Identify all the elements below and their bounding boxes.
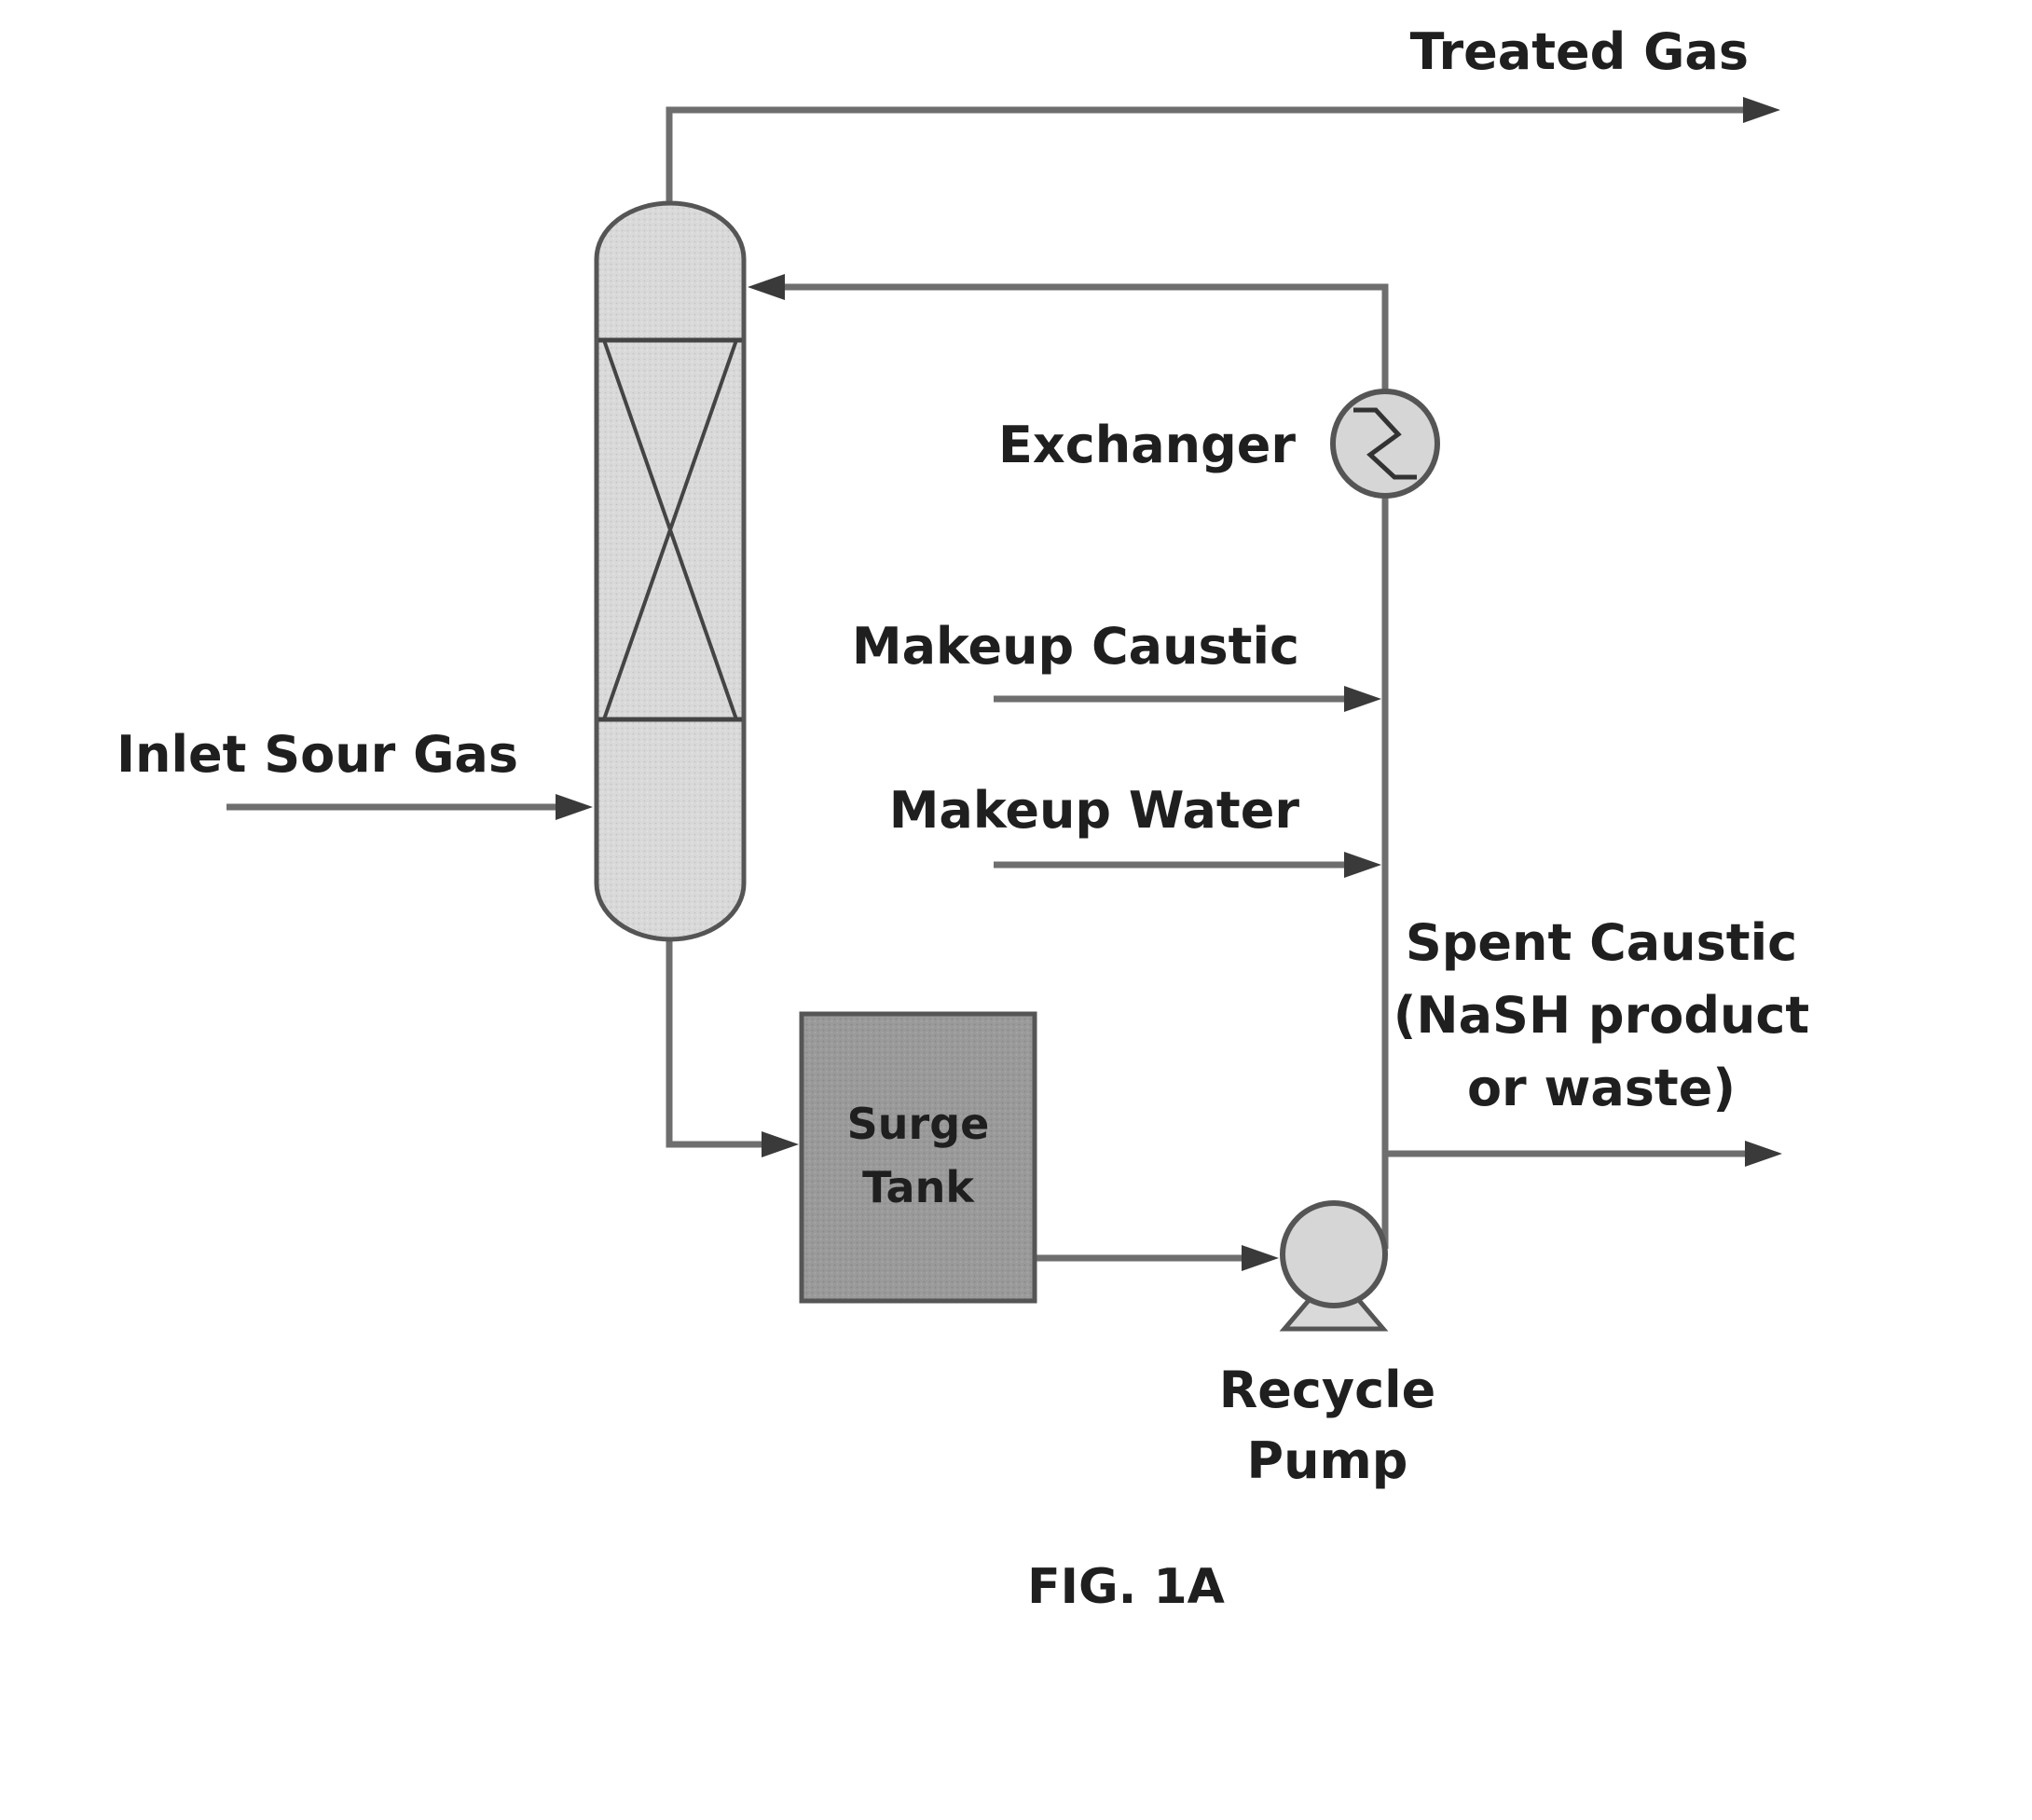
spent-caustic-arrowhead	[1745, 1141, 1782, 1167]
surge-tank: Surge Tank	[802, 1014, 1035, 1301]
treated-gas-arrowhead	[1743, 97, 1780, 123]
column-to-surge-arrowhead	[762, 1131, 799, 1157]
spent-caustic-label-line3: or waste)	[1467, 1059, 1736, 1117]
inlet-sour-gas-label: Inlet Sour Gas	[117, 725, 518, 784]
exchanger-label: Exchanger	[998, 416, 1296, 474]
recycle-pump-label-line2: Pump	[1247, 1431, 1408, 1490]
spent-caustic-label-line1: Spent Caustic	[1406, 913, 1797, 972]
makeup-caustic-label: Makeup Caustic	[852, 617, 1299, 676]
treated-gas-line	[669, 110, 1752, 203]
surge-tank-label-line1: Surge	[847, 1099, 990, 1149]
spent-caustic-label-line2: (NaSH product	[1394, 986, 1810, 1045]
surge-to-pump-arrowhead	[1242, 1245, 1279, 1271]
heat-exchanger-icon	[1333, 391, 1437, 496]
recycle-return-arrowhead	[748, 274, 785, 300]
treated-gas-label: Treated Gas	[1410, 22, 1749, 81]
figure-caption: FIG. 1A	[1027, 1559, 1225, 1615]
inlet-sour-gas-arrowhead	[556, 794, 593, 820]
column-to-surge-line	[669, 939, 764, 1144]
makeup-water-arrowhead	[1344, 852, 1381, 878]
makeup-caustic-arrowhead	[1344, 686, 1381, 712]
centrifugal-pump-icon	[1283, 1203, 1385, 1329]
surge-tank-label-line2: Tank	[862, 1162, 975, 1212]
makeup-water-label: Makeup Water	[889, 781, 1300, 840]
recycle-pump-label-line1: Recycle	[1219, 1361, 1436, 1419]
absorber-column	[597, 203, 744, 939]
